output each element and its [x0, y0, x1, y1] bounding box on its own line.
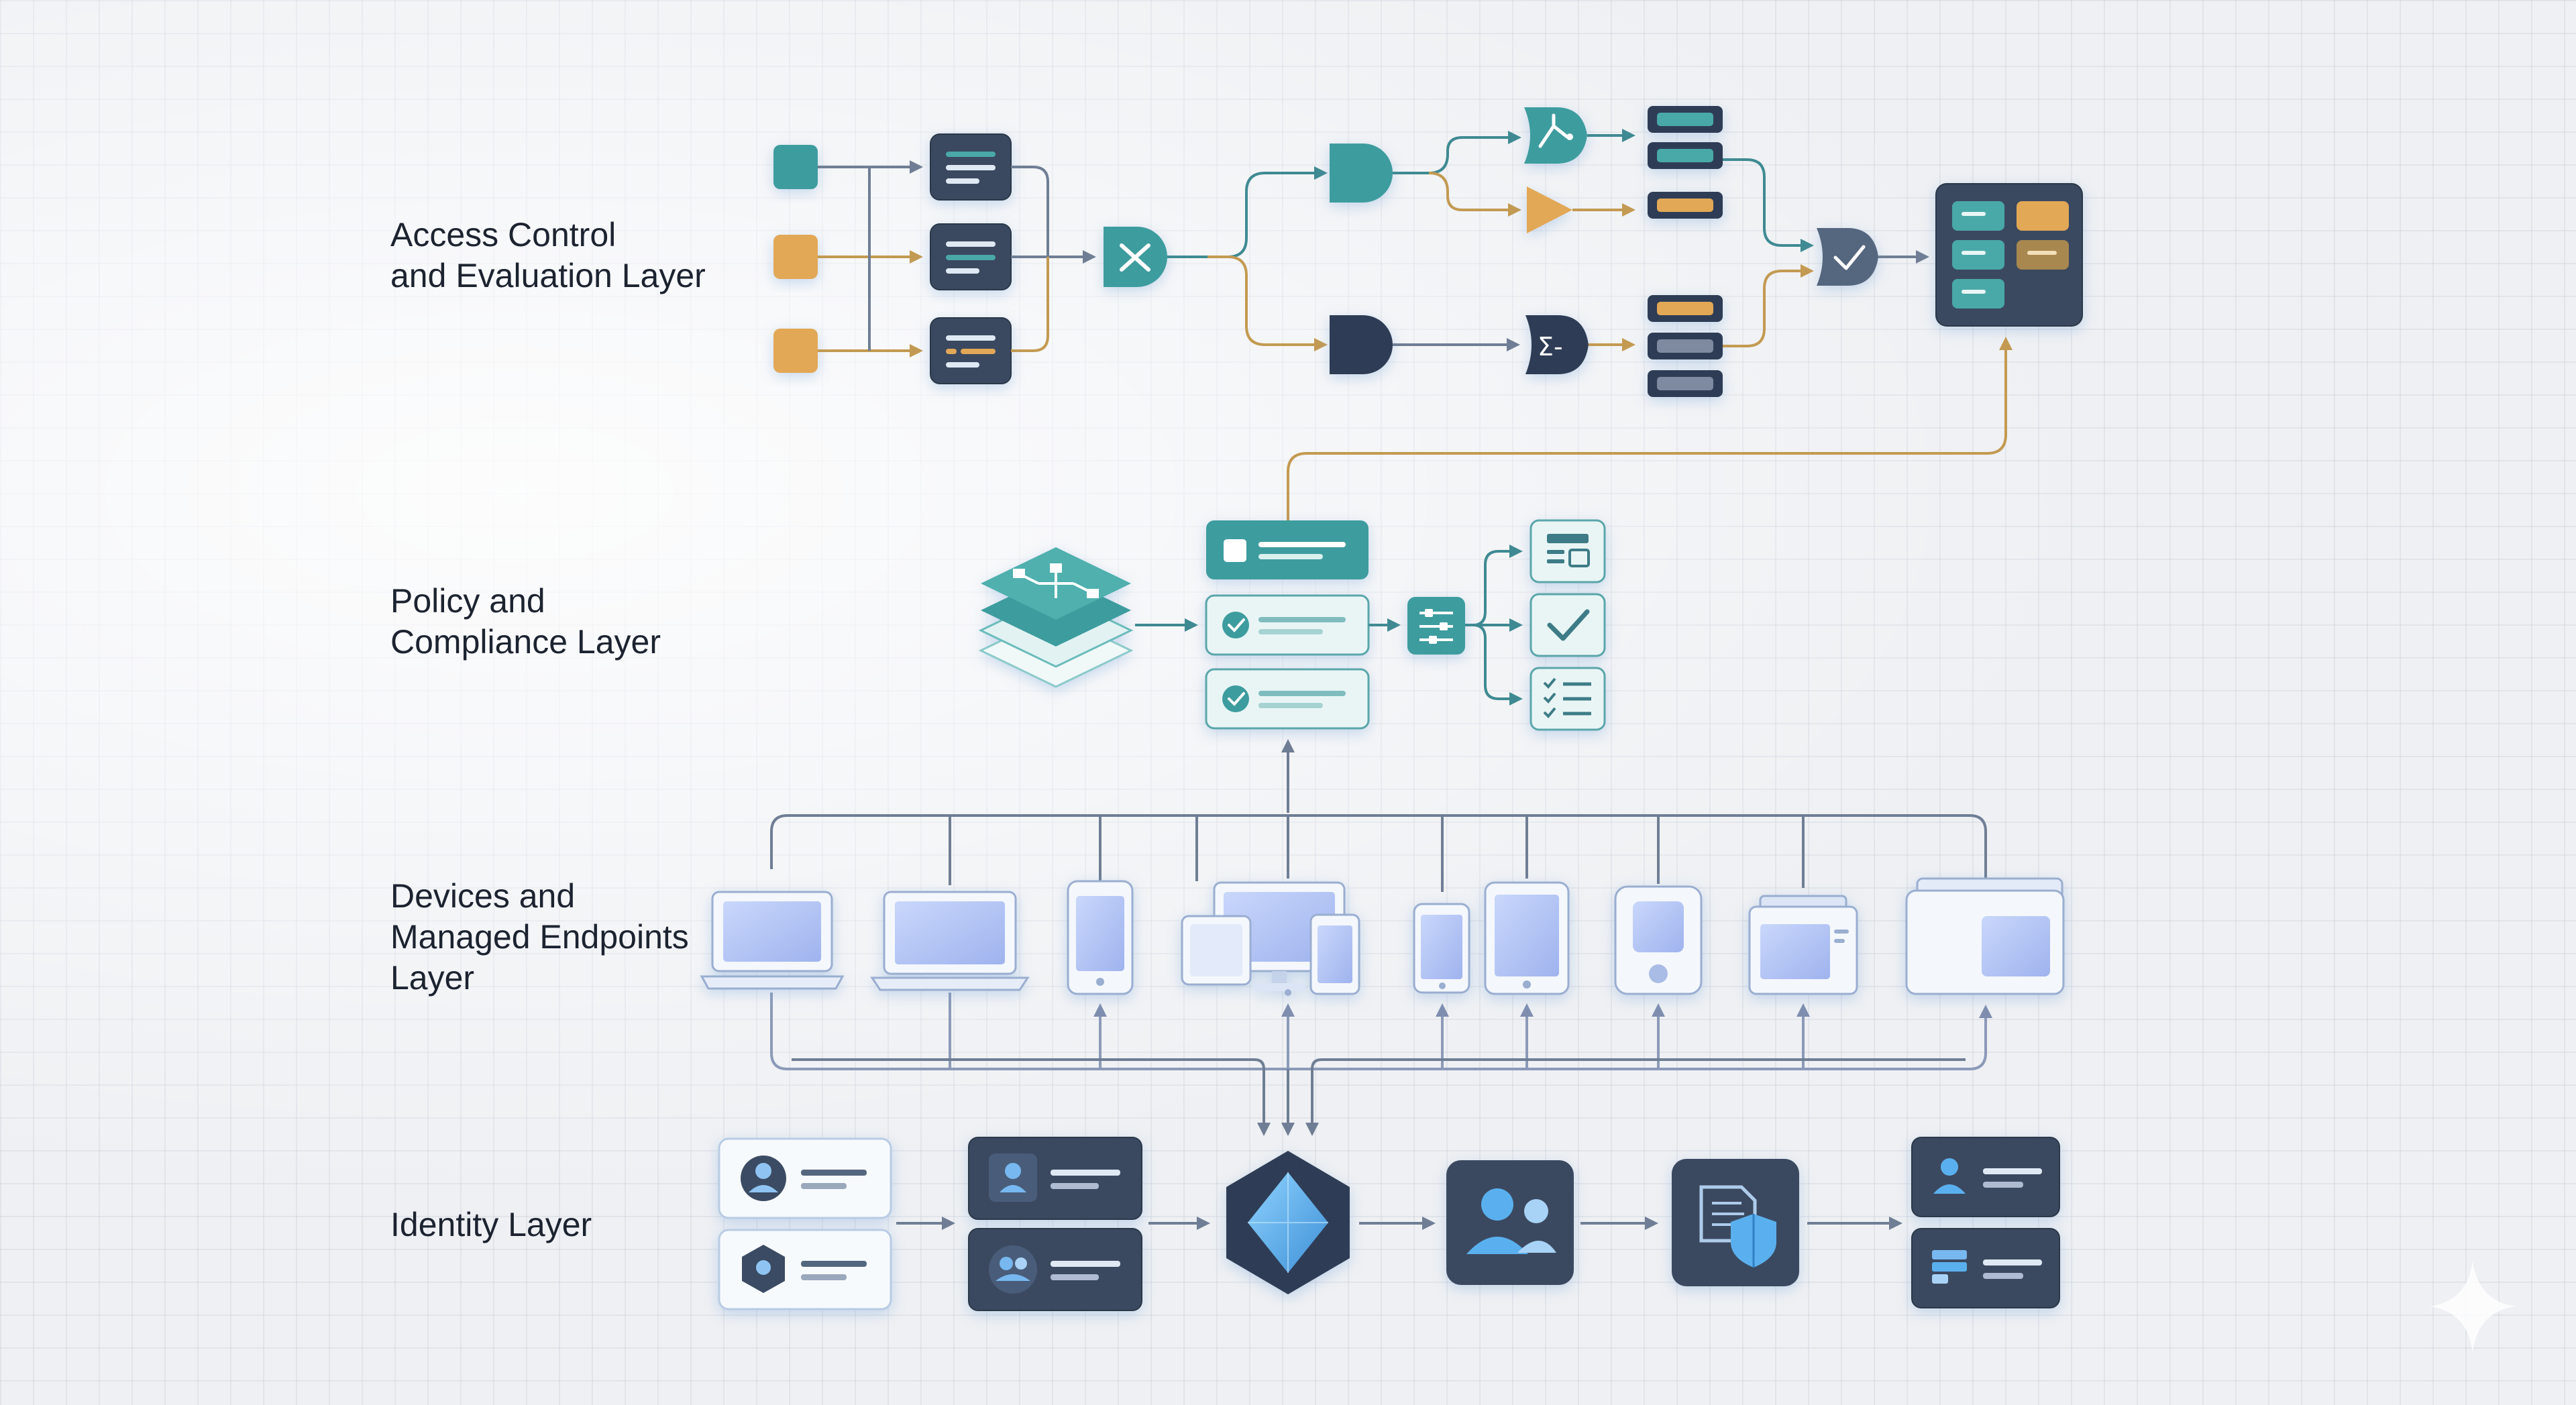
dashboard-card-icon [1935, 183, 2083, 327]
and-gate-icon [1330, 144, 1393, 203]
and-gate-icon [1330, 315, 1393, 374]
phone-icon [1067, 880, 1134, 995]
document-shield-icon [1672, 1159, 1799, 1286]
teal-input-square-icon [773, 145, 818, 189]
split-gate-icon [1524, 107, 1587, 164]
layer-label-identity: Identity Layer [390, 1206, 592, 1243]
stacked-layers-icon [978, 547, 1134, 688]
sum-gate-icon: Σ- [1525, 315, 1589, 374]
identity-diamond-icon [1226, 1151, 1350, 1294]
lower-record-stack [1648, 295, 1723, 397]
user-card-icon [968, 1137, 1142, 1220]
policy-card-icon [1205, 668, 1370, 730]
policy-card-icon [1206, 520, 1368, 579]
checkmark-icon [1529, 593, 1606, 657]
identity-layer [718, 1137, 2060, 1311]
kiosk-icon [1614, 885, 1703, 995]
policy-compliance-layer [978, 519, 1606, 813]
checklist-icon [1529, 667, 1606, 731]
svg-text:Σ-: Σ- [1538, 332, 1563, 361]
user-card-icon [718, 1137, 892, 1219]
desktop-bundle-icon [1181, 881, 1360, 996]
layer-label-access-control: Access Control and Evaluation Layer [390, 216, 706, 294]
laptop-icon [700, 891, 845, 990]
tablet-icon [1484, 881, 1570, 995]
layer-label-policy-compliance: Policy and Compliance Layer [390, 582, 661, 661]
user-card-icon [718, 1229, 892, 1310]
display-monitor-icon [1748, 895, 1858, 995]
laptop-icon [870, 891, 1030, 991]
display-monitor-icon [1905, 877, 2065, 995]
layer-label-devices-endpoints: Devices and Managed Endpoints Layer [390, 877, 689, 997]
record-card-icon [930, 317, 1012, 384]
server-card-icon [1911, 1228, 2060, 1308]
sparkle-icon [2430, 1261, 2516, 1352]
policy-card-icon [1205, 594, 1370, 656]
form-icon [1529, 519, 1606, 583]
record-card-icon [930, 223, 1012, 290]
gold-input-square-icon [773, 235, 818, 279]
gold-input-square-icon [773, 329, 818, 373]
upper-record-stack [1648, 106, 1723, 219]
check-gate-icon [1817, 228, 1878, 286]
record-card-icon [930, 133, 1012, 201]
switch-gate-icon [1104, 227, 1167, 287]
play-triangle-icon [1527, 186, 1572, 233]
filter-sliders-icon [1407, 597, 1465, 655]
devices-layer [700, 814, 2065, 1136]
access-control-layer: Σ- [773, 106, 2083, 520]
phone-icon [1413, 903, 1470, 994]
user-card-icon [968, 1228, 1142, 1311]
user-group-icon [1446, 1160, 1574, 1285]
user-card-icon [1911, 1137, 2060, 1217]
